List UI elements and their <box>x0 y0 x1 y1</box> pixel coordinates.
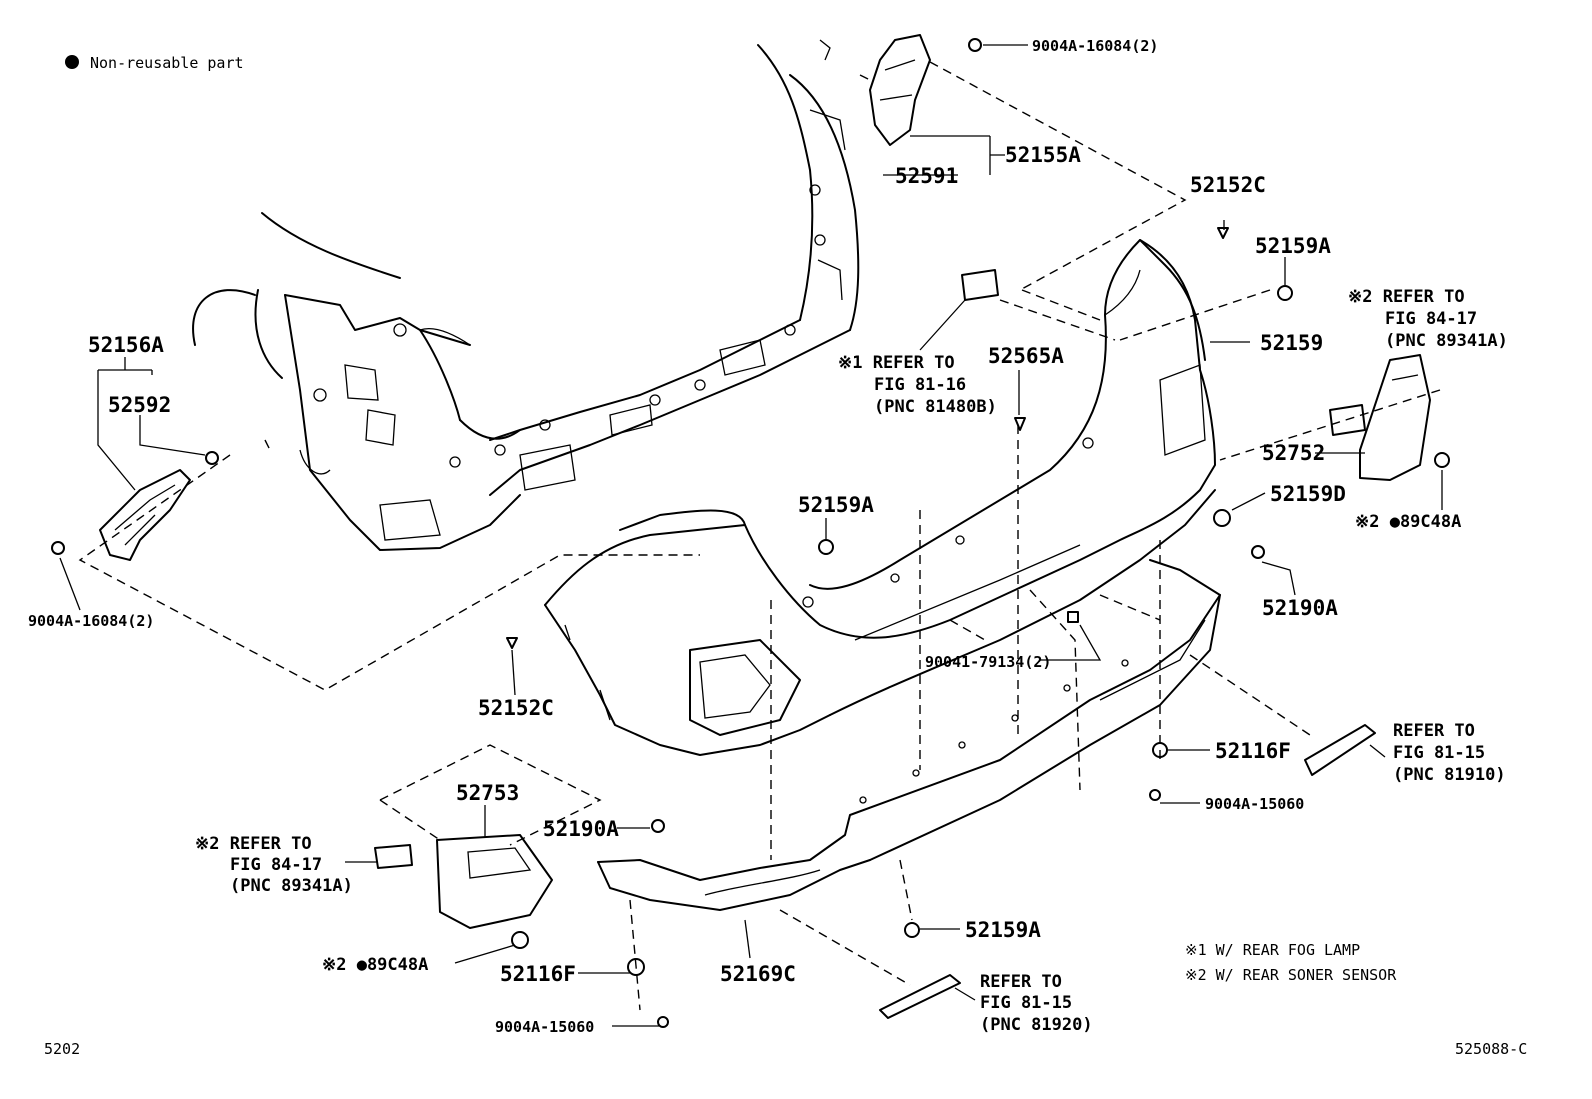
reflector-right <box>1304 724 1376 776</box>
callout-90041-79134: 90041-79134(2) <box>925 653 1051 671</box>
callout-52156A: 52156A <box>88 333 164 357</box>
footer-right-code: 525088-C <box>1455 1040 1527 1058</box>
sensor-retainer-52753 <box>374 834 553 929</box>
fog-lamp-connector <box>961 269 999 301</box>
callout-52752: 52752 <box>1262 441 1325 465</box>
rear-body-panel <box>192 39 860 551</box>
callout-refer-81-15-right-3: (PNC 81910) <box>1393 765 1506 785</box>
callout-refer-81-15-bottom-3: (PNC 81920) <box>980 1015 1093 1035</box>
left-bumper-bracket-52156A <box>99 469 191 561</box>
callout-refer-81-15-bottom-2: FIG 81-15 <box>980 993 1072 1013</box>
rear-bumper-cover <box>544 239 1216 756</box>
callout-refer-84-17-left-1: ※2 REFER TO <box>195 834 312 854</box>
callout-52116F-left: 52116F <box>500 962 576 986</box>
callout-refer-81-16-2: FIG 81-16 <box>874 375 966 395</box>
callout-refer-81-16-1: ※1 REFER TO <box>838 353 955 373</box>
callout-89C48A-right: ※2 ●89C48A <box>1355 512 1461 532</box>
callout-52116F-right: 52116F <box>1215 739 1291 763</box>
callout-52152C-top: 52152C <box>1190 173 1266 197</box>
callout-52169C: 52169C <box>720 962 796 986</box>
callout-52159A-mid: 52159A <box>798 493 874 517</box>
callout-52159A-bottom: 52159A <box>965 918 1041 942</box>
footer-left-code: 5202 <box>44 1040 80 1058</box>
callout-52190A-right: 52190A <box>1262 596 1338 620</box>
lower-bumper-garnish <box>597 559 1221 911</box>
callout-refer-84-17-right-3: (PNC 89341A) <box>1385 331 1508 351</box>
callout-9004A-15060-right: 9004A-15060 <box>1205 795 1304 813</box>
callout-refer-81-15-right-2: FIG 81-15 <box>1393 743 1485 763</box>
callout-52190A-left: 52190A <box>543 817 619 841</box>
callout-52592: 52592 <box>108 393 171 417</box>
callout-refer-81-15-bottom-1: REFER TO <box>980 972 1062 992</box>
callout-9004A-16084-top: 9004A-16084(2) <box>1032 37 1158 55</box>
callout-52159D: 52159D <box>1270 482 1346 506</box>
callout-52565A: 52565A <box>988 344 1064 368</box>
callout-refer-84-17-left-3: (PNC 89341A) <box>230 876 353 896</box>
callout-refer-84-17-left-2: FIG 84-17 <box>230 855 322 875</box>
callout-52155A: 52155A <box>1005 143 1081 167</box>
leader-lines <box>59 44 1443 1027</box>
legend-non-reusable: Non-reusable part <box>90 54 244 72</box>
callout-52159A-top: 52159A <box>1255 234 1331 258</box>
callout-refer-84-17-right-2: FIG 84-17 <box>1385 309 1477 329</box>
callout-9004A-15060-left: 9004A-15060 <box>495 1018 594 1036</box>
callout-52152C-left: 52152C <box>478 696 554 720</box>
callout-52591: 52591 <box>895 164 958 188</box>
callout-refer-81-16-3: (PNC 81480B) <box>874 397 997 417</box>
sensor-retainer-52752 <box>1329 354 1431 481</box>
upper-bumper-bracket-52155A <box>869 34 931 146</box>
non-reusable-bullet-icon <box>65 55 79 69</box>
legend-note-2: ※2 W/ REAR SONER SENSOR <box>1185 966 1397 984</box>
assembly-dashed-lines <box>78 61 1441 1011</box>
callout-52159: 52159 <box>1260 331 1323 355</box>
callout-89C48A-left: ※2 ●89C48A <box>322 955 428 975</box>
callout-9004A-16084-left: 9004A-16084(2) <box>28 612 154 630</box>
legend-note-1: ※1 W/ REAR FOG LAMP <box>1185 941 1360 959</box>
callout-refer-81-15-right-1: REFER TO <box>1393 721 1475 741</box>
reflector-bottom <box>879 974 961 1019</box>
callout-refer-84-17-right-1: ※2 REFER TO <box>1348 287 1465 307</box>
callout-52753: 52753 <box>456 781 519 805</box>
